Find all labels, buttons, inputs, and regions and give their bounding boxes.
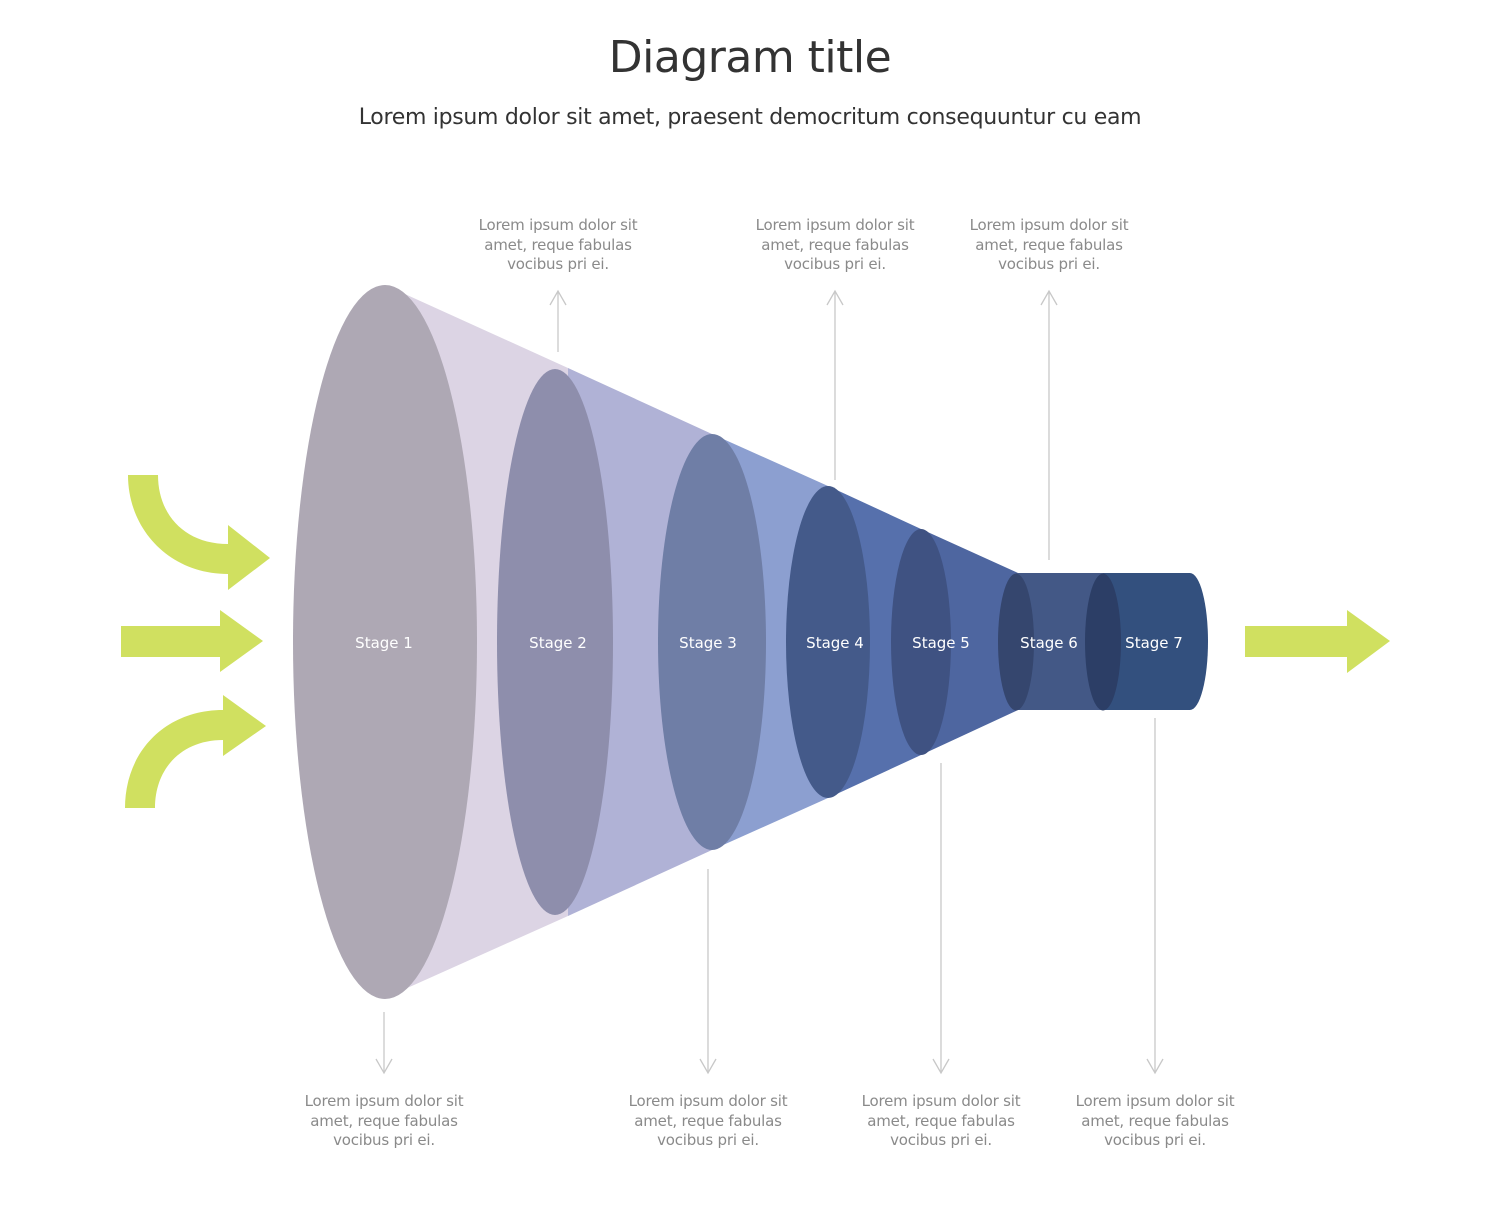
note-line: amet, reque fabulas	[634, 1111, 782, 1130]
note-line: Lorem ipsum dolor sit	[304, 1092, 464, 1110]
note-line: Lorem ipsum dolor sit	[478, 216, 638, 234]
note-line: amet, reque fabulas	[761, 235, 909, 254]
callout-down-stage-3	[699, 869, 717, 1075]
note-line: amet, reque fabulas	[484, 235, 632, 254]
note-stage-4: Lorem ipsum dolor sit amet, reque fabula…	[725, 216, 945, 275]
note-line: vocibus pri ei.	[507, 255, 609, 273]
stage-5-cap[interactable]	[891, 529, 951, 755]
note-line: Lorem ipsum dolor sit	[1075, 1092, 1235, 1110]
note-line: Lorem ipsum dolor sit	[755, 216, 915, 234]
note-line: vocibus pri ei.	[657, 1131, 759, 1149]
stage-label: Stage 2	[529, 634, 587, 652]
stage-4-cap[interactable]	[786, 486, 870, 798]
diagram-title: Diagram title	[608, 32, 892, 83]
straight-arrow-right-icon	[121, 610, 263, 672]
stage-2-cap[interactable]	[497, 369, 613, 915]
stage-label: Stage 7	[1125, 634, 1183, 652]
curved-arrow-down-right-icon	[128, 475, 270, 590]
note-line: vocibus pri ei.	[333, 1131, 435, 1149]
note-stage-7: Lorem ipsum dolor sit amet, reque fabula…	[1045, 1092, 1265, 1151]
stage-label: Stage 5	[912, 634, 970, 652]
callout-up-stage-4	[826, 289, 844, 480]
note-line: amet, reque fabulas	[310, 1111, 458, 1130]
output-arrow-icon	[1245, 610, 1390, 673]
stage-7-body	[1103, 573, 1208, 710]
callout-lines	[375, 289, 1164, 1075]
stage-label: Stage 3	[679, 634, 737, 652]
stage-1-cap[interactable]	[293, 285, 477, 999]
note-line: vocibus pri ei.	[1104, 1131, 1206, 1149]
curved-arrow-up-right-icon	[125, 695, 266, 808]
note-stage-6: Lorem ipsum dolor sit amet, reque fabula…	[939, 216, 1159, 275]
note-line: amet, reque fabulas	[867, 1111, 1015, 1130]
note-line: amet, reque fabulas	[975, 235, 1123, 254]
stage-label: Stage 1	[355, 634, 413, 652]
stage-label: Stage 6	[1020, 634, 1078, 652]
stage-label: Stage 4	[806, 634, 864, 652]
note-stage-5: Lorem ipsum dolor sit amet, reque fabula…	[831, 1092, 1051, 1151]
stage-3-cap[interactable]	[658, 434, 766, 850]
note-line: Lorem ipsum dolor sit	[628, 1092, 788, 1110]
note-line: vocibus pri ei.	[890, 1131, 992, 1149]
note-stage-2: Lorem ipsum dolor sit amet, reque fabula…	[448, 216, 668, 275]
callout-down-stage-1	[375, 1012, 393, 1075]
note-stage-1: Lorem ipsum dolor sit amet, reque fabula…	[274, 1092, 494, 1151]
note-line: Lorem ipsum dolor sit	[969, 216, 1129, 234]
funnel-caps	[293, 285, 1121, 999]
stage-7-cap[interactable]	[1085, 573, 1121, 711]
note-line: amet, reque fabulas	[1081, 1111, 1229, 1130]
diagram-subtitle: Lorem ipsum dolor sit amet, praesent dem…	[358, 105, 1142, 130]
stage-labels: Stage 1 Stage 2 Stage 3 Stage 4 Stage 5 …	[355, 634, 1183, 652]
note-stage-3: Lorem ipsum dolor sit amet, reque fabula…	[598, 1092, 818, 1151]
callout-up-stage-2	[549, 289, 567, 352]
input-arrows	[121, 475, 270, 808]
note-line: vocibus pri ei.	[998, 255, 1100, 273]
note-line: vocibus pri ei.	[784, 255, 886, 273]
callout-up-stage-6	[1040, 289, 1058, 560]
callout-down-stage-7	[1146, 718, 1164, 1075]
callout-down-stage-5	[932, 763, 950, 1075]
stage-6-cap[interactable]	[998, 573, 1034, 711]
note-line: Lorem ipsum dolor sit	[861, 1092, 1021, 1110]
